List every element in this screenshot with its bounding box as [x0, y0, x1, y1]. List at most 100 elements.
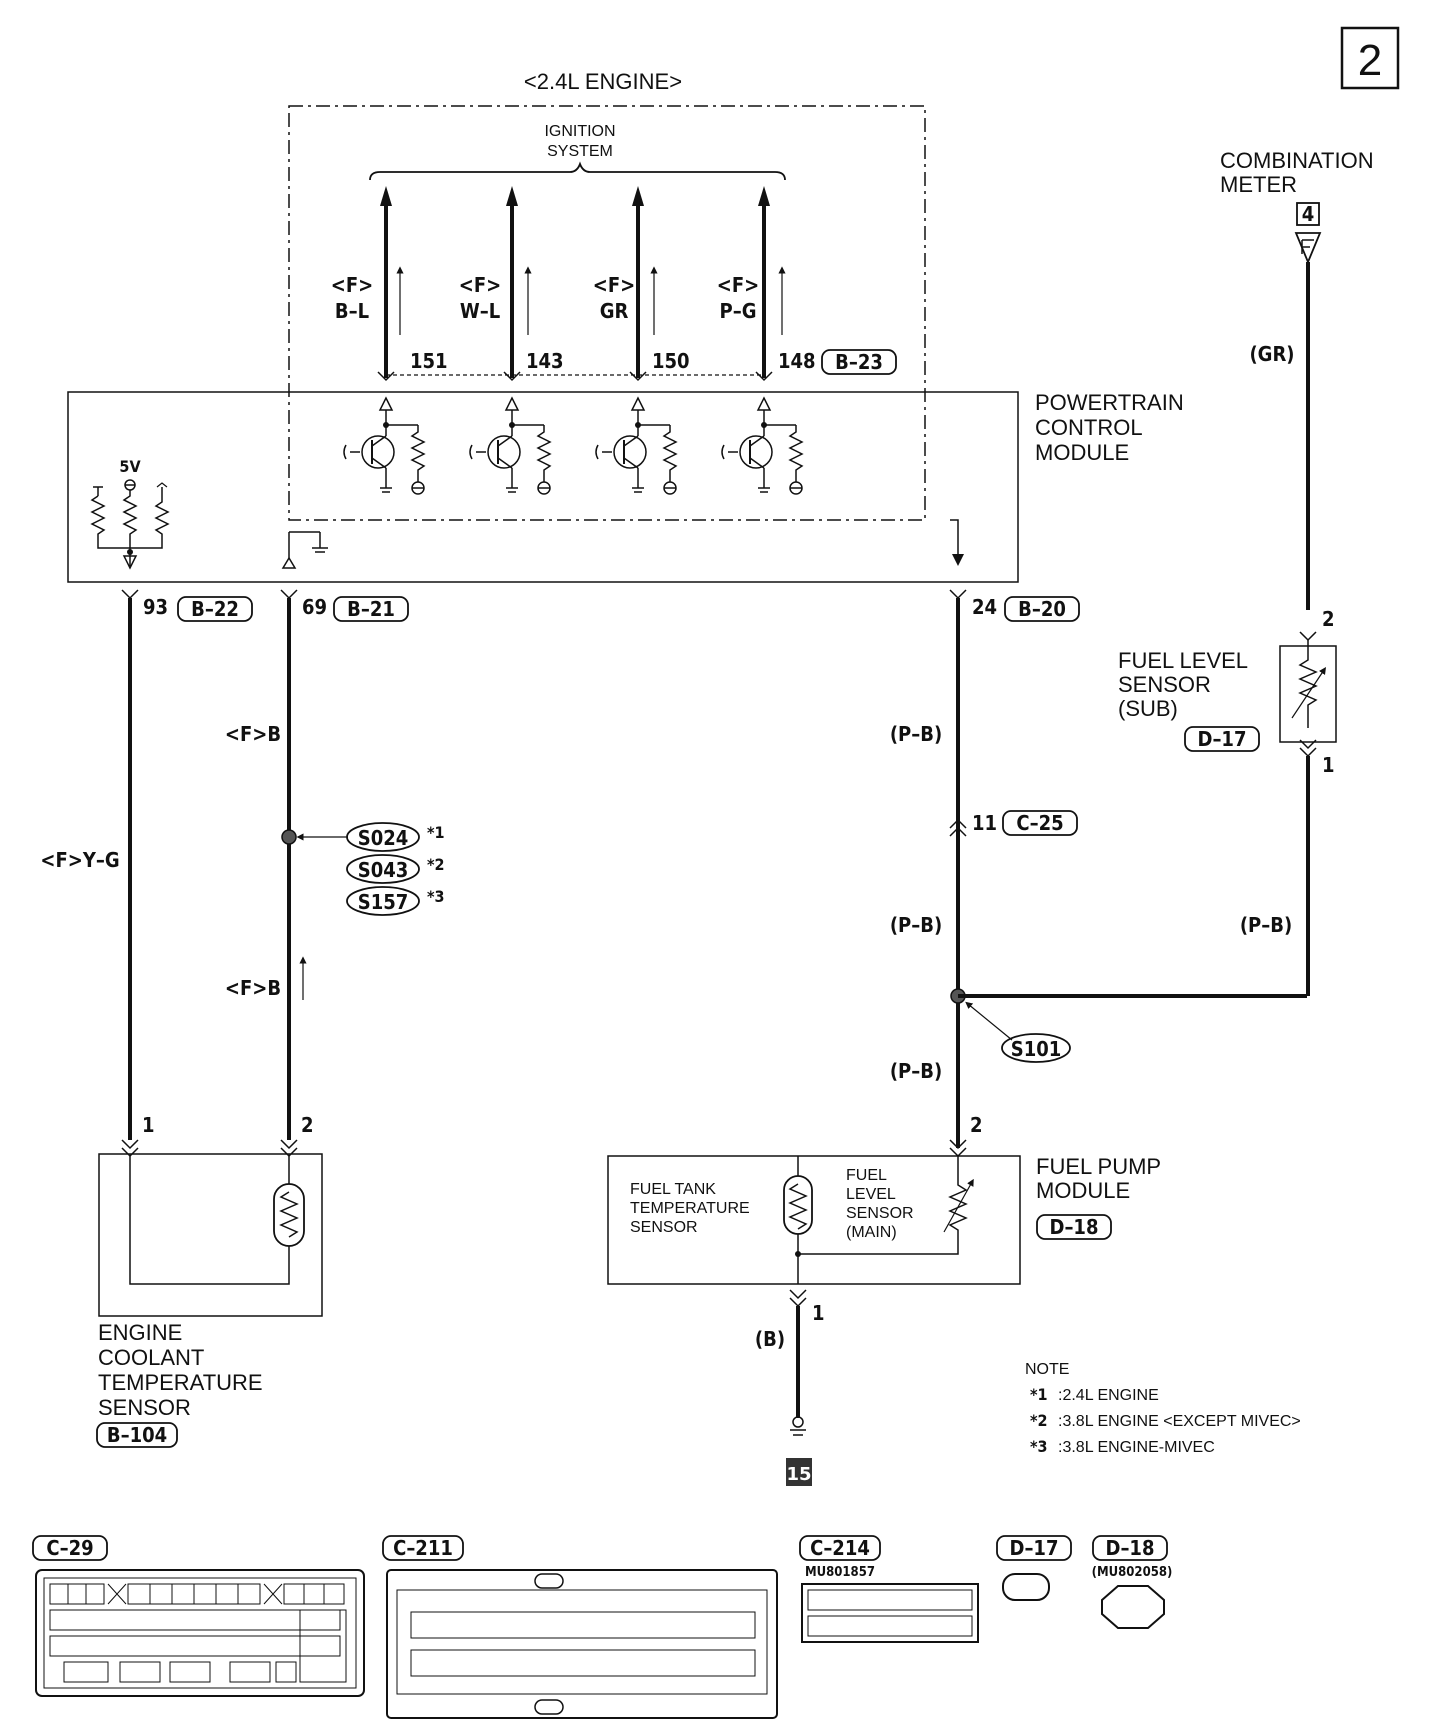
- pin69-connector: B–21: [347, 597, 395, 621]
- flss-label-1: FUEL LEVEL: [1118, 648, 1248, 673]
- ignition-label-2: SYSTEM: [547, 143, 613, 160]
- pcm-5v-network: 5V: [90, 457, 170, 570]
- splice-1: S024: [358, 826, 409, 850]
- note-3-text: :3.8L ENGINE-MIVEC: [1058, 1439, 1215, 1456]
- c214-label: C–214: [810, 1536, 870, 1560]
- ignition-brace: [369, 161, 786, 181]
- splice-left-dot: [281, 829, 297, 845]
- pin93: 93: [143, 595, 168, 619]
- ftt-label-2: TEMPERATURE: [630, 1200, 750, 1217]
- ign2-marker: <F>: [459, 273, 501, 297]
- connector-c211: C–211: [382, 1535, 778, 1719]
- ign4-pin: 148: [778, 349, 816, 373]
- note-1-mark: *1: [1030, 1385, 1048, 1404]
- note: NOTE *1 :2.4L ENGINE *2 :3.8L ENGINE <EX…: [1025, 1361, 1301, 1456]
- ign1-pin: 151: [410, 349, 448, 373]
- fpm-label-2: MODULE: [1036, 1178, 1130, 1203]
- page-number-box: 2: [1340, 26, 1400, 90]
- ign4-marker: <F>: [717, 273, 759, 297]
- ftt-label-1: FUEL TANK: [630, 1181, 716, 1198]
- c25-pin: 11: [972, 811, 997, 835]
- fuel-level-sensor-sub: 2 1 FUEL LEVEL SENSOR (SUB) D–17 (P–B): [1118, 607, 1337, 996]
- ect-pin1: 1: [142, 1113, 155, 1137]
- pin24: 24: [972, 595, 997, 619]
- ign1-color: B–L: [335, 299, 369, 323]
- flss-connector: D–17: [1198, 727, 1247, 751]
- ect-label-3: TEMPERATURE: [98, 1370, 263, 1395]
- fpm-ground-ref: 15: [786, 1464, 811, 1485]
- c211-label: C–211: [393, 1536, 453, 1560]
- wire-pb-label-3: (P–B): [890, 1059, 942, 1083]
- fpm-label-1: FUEL PUMP: [1036, 1154, 1161, 1179]
- fpm-connector: D–18: [1050, 1215, 1099, 1239]
- ect-pin2: 2: [301, 1113, 314, 1137]
- pcm-label-2: CONTROL: [1035, 415, 1143, 440]
- ign2-color: W–L: [460, 299, 500, 323]
- d18-part: (MU802058): [1092, 1565, 1173, 1580]
- wire-yg-label: <F>Y–G: [40, 848, 119, 872]
- connector-c214: C–214 MU801857: [799, 1535, 979, 1643]
- combination-meter: COMBINATION METER 4 (GR): [1220, 148, 1374, 610]
- ign-connector: B–23: [835, 350, 883, 374]
- ignition-drivers: [343, 396, 804, 495]
- c25-connector: C–25: [1016, 811, 1063, 835]
- ignition-label-1: IGNITION: [544, 123, 615, 140]
- d17-label: D–17: [1010, 1536, 1059, 1560]
- ign3-pin: 150: [652, 349, 690, 373]
- c29-label: C–29: [46, 1536, 93, 1560]
- flsm-label-1: FUEL: [846, 1167, 887, 1184]
- splices-left: S024 *1 S043 *2 S157 *3: [346, 822, 445, 916]
- pcm-box: [67, 391, 1019, 583]
- splice-3-note: *3: [427, 887, 445, 906]
- splice-2: S043: [358, 858, 409, 882]
- flss-label-3: (SUB): [1118, 696, 1178, 721]
- ign4-color: P–G: [720, 299, 757, 323]
- ect-label-4: SENSOR: [98, 1395, 191, 1420]
- pcm-ground: [281, 531, 328, 569]
- splice-2-note: *2: [427, 855, 445, 874]
- flsm-label-3: SENSOR: [846, 1205, 914, 1222]
- wire-pb-label-2: (P–B): [890, 913, 942, 937]
- engine-boundary: [288, 105, 926, 521]
- ign2-pin: 143: [526, 349, 564, 373]
- fpm-pin-bottom: 1: [812, 1301, 825, 1325]
- ign3-marker: <F>: [593, 273, 635, 297]
- wire-b-label-bottom: <F>B: [225, 976, 281, 1000]
- splice-1-note: *1: [427, 823, 445, 842]
- ign3-color: GR: [600, 299, 629, 323]
- pcm-label-1: POWERTRAIN: [1035, 390, 1184, 415]
- ftt-label-3: SENSOR: [630, 1219, 698, 1236]
- pin69: 69: [302, 595, 327, 619]
- page-number: 2: [1358, 36, 1382, 85]
- note-title: NOTE: [1025, 1361, 1069, 1378]
- flss-label-2: SENSOR: [1118, 672, 1211, 697]
- note-3-mark: *3: [1030, 1437, 1048, 1456]
- connector-c29: C–29: [32, 1535, 365, 1697]
- note-2-text: :3.8L ENGINE <EXCEPT MIVEC>: [1058, 1413, 1301, 1430]
- ect-connector: B–104: [107, 1423, 167, 1447]
- meter-label-2: METER: [1220, 172, 1297, 197]
- meter-wire: (GR): [1249, 342, 1294, 366]
- engine-box-label: <2.4L ENGINE>: [524, 69, 682, 94]
- ect-sensor: 1 2 ENGINE COOLANT TEMPERATURE SENSOR B–…: [96, 1113, 323, 1448]
- pin93-connector: B–22: [191, 597, 239, 621]
- note-2-mark: *2: [1030, 1411, 1048, 1430]
- pcm-voltage: 5V: [119, 457, 141, 476]
- connector-d18: D–18 (MU802058): [1092, 1535, 1173, 1629]
- ect-label-1: ENGINE: [98, 1320, 182, 1345]
- meter-label-1: COMBINATION: [1220, 148, 1374, 173]
- d18-label: D–18: [1106, 1536, 1155, 1560]
- fpm-pin-top: 2: [970, 1113, 983, 1137]
- fpm-ground-wire: (B): [755, 1327, 785, 1351]
- flsm-label-2: LEVEL: [846, 1186, 896, 1203]
- wire-pb-label-1: (P–B): [890, 722, 942, 746]
- c214-part: MU801857: [805, 1565, 875, 1580]
- flsm-label-4: (MAIN): [846, 1224, 897, 1241]
- ignition-wires: <F> B–L 151 <F> W–L 143 <F> GR 150 <F> P…: [331, 186, 897, 382]
- pcm-label-3: MODULE: [1035, 440, 1129, 465]
- flss-pin-top: 2: [1322, 607, 1335, 631]
- ect-label-2: COOLANT: [98, 1345, 204, 1370]
- flss-wire-bottom: (P–B): [1240, 913, 1292, 937]
- flss-pin-bottom: 1: [1322, 753, 1335, 777]
